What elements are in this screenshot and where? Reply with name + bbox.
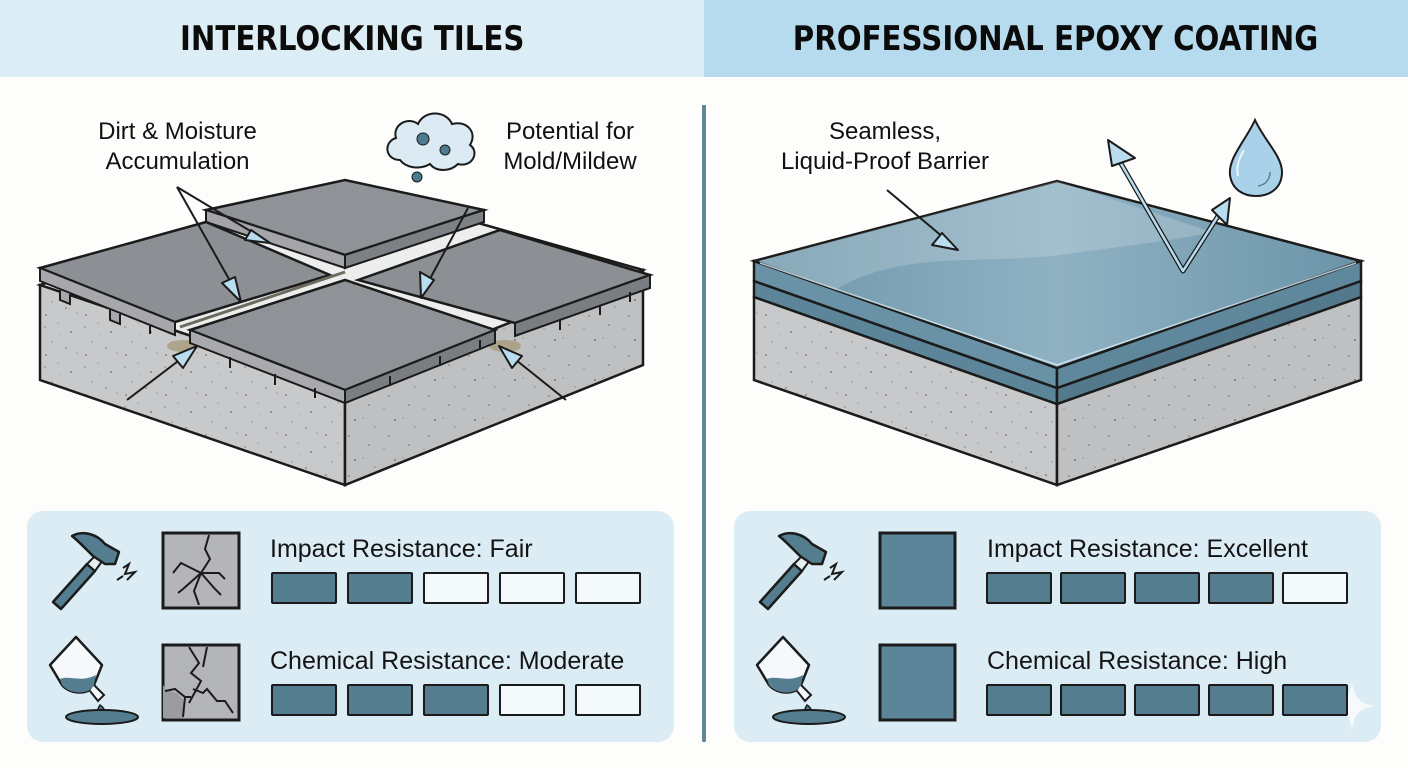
right-header: PROFESSIONAL EPOXY COATING xyxy=(704,0,1408,77)
rating-segment-filled xyxy=(1208,572,1274,604)
rating-segment-filled xyxy=(1060,572,1126,604)
tile-right xyxy=(353,228,655,338)
callout-line: Liquid-Proof Barrier xyxy=(780,148,990,175)
center-divider xyxy=(702,105,706,742)
arrow-head xyxy=(221,276,242,303)
tile-seam xyxy=(179,270,346,329)
rating-segment-empty xyxy=(575,572,641,604)
callout-dirt-moisture: Dirt & Moisture Accumulation xyxy=(60,117,295,177)
rating-segment-empty xyxy=(1282,572,1348,604)
callout-seamless-barrier: Seamless, Liquid-Proof Barrier xyxy=(755,117,1015,177)
rating-segment-filled xyxy=(271,684,337,716)
rating-segment-filled xyxy=(986,684,1052,716)
tile-left xyxy=(36,220,334,337)
rating-segment-filled xyxy=(1208,684,1274,716)
callout-line: Accumulation xyxy=(105,148,250,175)
left-header: INTERLOCKING TILES xyxy=(0,0,704,77)
tile-assembly xyxy=(36,178,655,487)
rating-segment-filled xyxy=(1282,684,1348,716)
left-chemical-label: Chemical Resistance: Moderate xyxy=(270,647,625,675)
rating-segment-filled xyxy=(986,572,1052,604)
callout-arrows-left xyxy=(126,186,567,401)
rating-segment-filled xyxy=(347,572,413,604)
water-droplet-icon xyxy=(1228,117,1284,198)
arrow-head xyxy=(172,345,198,369)
rating-segment-empty xyxy=(575,684,641,716)
callout-line: Seamless, xyxy=(828,118,942,145)
tile-front xyxy=(186,278,499,405)
rating-segment-filled xyxy=(1134,684,1200,716)
arrow-head xyxy=(931,232,959,251)
callout-line: Dirt & Moisture xyxy=(98,118,257,145)
mold-cloud-icon xyxy=(386,112,476,183)
arrow-head xyxy=(1211,197,1231,226)
right-impact-label: Impact Resistance: Excellent xyxy=(987,535,1308,563)
right-title: PROFESSIONAL EPOXY COATING xyxy=(793,18,1319,59)
dirt-stain xyxy=(489,340,521,352)
rating-segment-filled xyxy=(347,684,413,716)
arrow-head xyxy=(419,271,435,299)
callout-mold-mildew: Potential for Mold/Mildew xyxy=(480,117,660,177)
rating-segment-empty xyxy=(499,572,565,604)
callout-arrows-right xyxy=(886,139,1231,274)
rating-segment-filled xyxy=(271,572,337,604)
arrow-head xyxy=(244,229,271,244)
callout-line: Potential for xyxy=(505,118,635,145)
right-chemical-label: Chemical Resistance: High xyxy=(987,647,1288,675)
arrow-head xyxy=(498,345,523,369)
left-title: INTERLOCKING TILES xyxy=(179,18,525,59)
rating-segment-filled xyxy=(1134,572,1200,604)
rating-segment-filled xyxy=(1060,684,1126,716)
rating-segment-empty xyxy=(499,684,565,716)
epoxy-slab xyxy=(749,179,1366,487)
arrow-head xyxy=(1107,139,1136,167)
left-impact-label: Impact Resistance: Fair xyxy=(270,535,533,563)
gloss-highlight xyxy=(758,181,1212,290)
rating-segment-filled xyxy=(423,684,489,716)
rating-segment-empty xyxy=(423,572,489,604)
callout-line: Mold/Mildew xyxy=(503,148,637,175)
